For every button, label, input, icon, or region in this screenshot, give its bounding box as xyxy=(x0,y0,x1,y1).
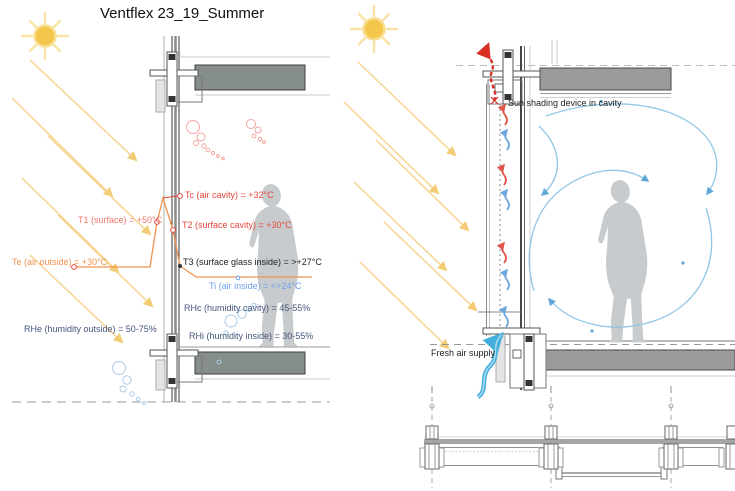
facade-wall-section xyxy=(12,36,330,403)
te-marker xyxy=(71,264,77,270)
label-te-air-outside: Te (air outside) = +30°C xyxy=(12,257,108,267)
label-sun-shading-device: Sun shading device in cavity xyxy=(508,98,622,108)
glass-band-plan xyxy=(424,439,735,444)
fresh-air-supply-arrow xyxy=(476,332,504,399)
t1-marker xyxy=(154,219,160,225)
right-section-diagram xyxy=(343,4,735,399)
sun-ray-arrows xyxy=(11,59,154,344)
sun-icon xyxy=(349,4,399,54)
hot-air-exhaust-arrow xyxy=(476,42,499,105)
temperature-profile-line xyxy=(71,193,312,281)
floor-slab-bottom xyxy=(539,349,735,371)
tc-marker xyxy=(177,193,183,199)
cavity-airflow-squiggles xyxy=(496,103,510,328)
label-ti-air-inside: Ti (air inside) = <+24°C xyxy=(209,281,302,291)
sun-icon xyxy=(20,11,70,61)
vent-flap-plan xyxy=(555,447,668,480)
label-t2-surface-cavity: T2 (surface cavity) = +30°C xyxy=(182,220,292,230)
page-title: Ventflex 23_19_Summer xyxy=(100,5,265,22)
humid-air-bubbles xyxy=(112,302,257,405)
label-rhe-humidity-outside: RHe (humidity outside) = 50-75% xyxy=(24,324,157,334)
left-section-diagram xyxy=(11,11,330,405)
label-rhi-humidity-inside: RHi (humidity inside) = 30-55% xyxy=(189,331,314,341)
ti-marker xyxy=(235,275,241,281)
facade-plan-view xyxy=(419,386,735,488)
warm-air-bubbles xyxy=(186,119,266,161)
t2-marker xyxy=(170,227,176,233)
label-rhc-humidity-cavity: RHc (humidity cavity) = 45-55% xyxy=(184,303,311,313)
floor-slab-top xyxy=(539,67,672,91)
double-skin-facade xyxy=(430,40,735,391)
label-tc-air-cavity: Tc (air cavity) = +32°C xyxy=(185,190,274,200)
mullions-plan xyxy=(419,425,735,470)
t3-marker xyxy=(178,264,182,268)
label-t1-surface: T1 (surface) = +50°C xyxy=(78,215,163,225)
label-fresh-air-supply: Fresh air supply xyxy=(431,348,496,358)
label-t3-surface-glass: T3 (surface glass inside) = >+27°C xyxy=(183,257,322,267)
person-silhouette-right xyxy=(598,178,648,343)
floor-slab-bottom xyxy=(194,351,306,375)
sun-ray-arrows xyxy=(343,61,478,350)
floor-slab-top xyxy=(194,64,306,91)
room-air-circulation-arrows xyxy=(528,99,718,333)
